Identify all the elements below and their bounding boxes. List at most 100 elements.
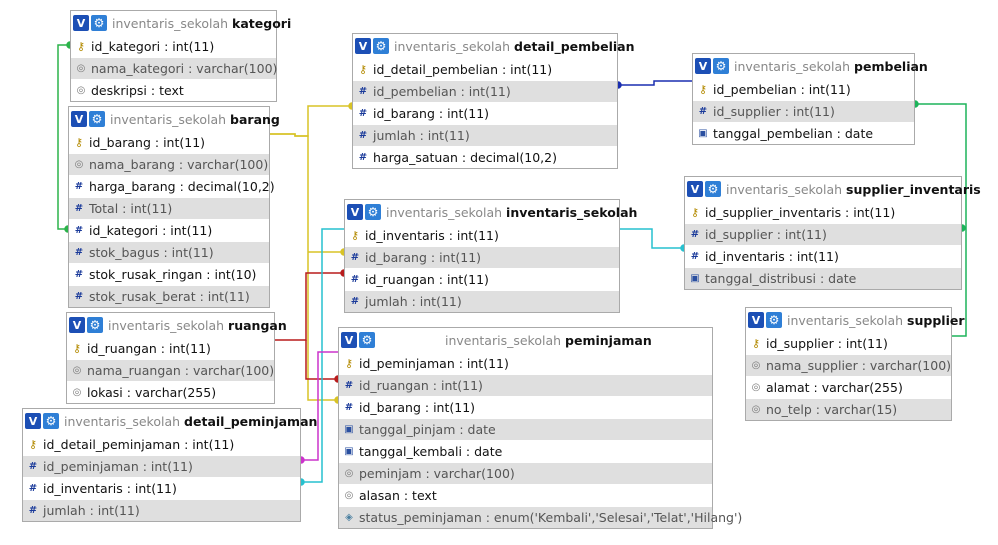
field-row[interactable]: #jumlah : int(11) bbox=[23, 499, 300, 521]
toggle-v-icon[interactable]: V bbox=[687, 181, 703, 197]
field-row[interactable]: #id_barang : int(11) bbox=[345, 246, 619, 268]
field-row[interactable]: ◎nama_kategori : varchar(100) bbox=[71, 57, 277, 79]
table-header[interactable]: V ⚙ inventaris_sekolah barang bbox=[69, 107, 280, 131]
gear-icon[interactable]: ⚙ bbox=[373, 38, 389, 54]
field-row[interactable]: #jumlah : int(11) bbox=[345, 290, 619, 312]
field-row[interactable]: ◈status_peminjaman : enum('Kembali','Sel… bbox=[339, 506, 742, 528]
table-header[interactable]: V ⚙ inventaris_sekolah detail_peminjaman bbox=[23, 409, 317, 433]
index-icon: ◎ bbox=[72, 365, 82, 376]
field-row[interactable]: ⚷id_ruangan : int(11) bbox=[67, 337, 274, 359]
table-name[interactable]: pembelian bbox=[854, 58, 928, 74]
toggle-v-icon[interactable]: V bbox=[341, 332, 357, 348]
gear-icon[interactable]: ⚙ bbox=[359, 332, 375, 348]
table-name[interactable]: peminjaman bbox=[565, 332, 652, 348]
gear-icon[interactable]: ⚙ bbox=[713, 58, 729, 74]
field-row[interactable]: #stok_rusak_berat : int(11) bbox=[69, 285, 269, 307]
field-row[interactable]: ◎alasan : text bbox=[339, 484, 712, 506]
field-row[interactable]: ◎alamat : varchar(255) bbox=[746, 376, 951, 398]
field-row[interactable]: ◎lokasi : varchar(255) bbox=[67, 381, 274, 403]
field-row[interactable]: #id_inventaris : int(11) bbox=[23, 477, 300, 499]
table-supplier-inventaris[interactable]: V ⚙ inventaris_sekolah supplier_inventar… bbox=[684, 176, 981, 290]
field-row[interactable]: #id_supplier : int(11) bbox=[685, 223, 961, 245]
table-name[interactable]: supplier_inventaris bbox=[846, 181, 981, 197]
field-row[interactable]: ▣tanggal_distribusi : date bbox=[685, 267, 961, 289]
field-row[interactable]: ◎nama_supplier : varchar(100) bbox=[746, 354, 951, 376]
toggle-v-icon[interactable]: V bbox=[71, 111, 87, 127]
date-icon: ▣ bbox=[344, 424, 354, 435]
table-name[interactable]: detail_pembelian bbox=[514, 38, 635, 54]
toggle-v-icon[interactable]: V bbox=[748, 312, 764, 328]
field-row[interactable]: ◎no_telp : varchar(15) bbox=[746, 398, 951, 420]
toggle-v-icon[interactable]: V bbox=[69, 317, 85, 333]
field-row[interactable]: ⚷id_supplier : int(11) bbox=[746, 332, 951, 354]
table-header[interactable]: V ⚙ inventaris_sekolah supplier bbox=[746, 308, 965, 332]
field-row[interactable]: #harga_satuan : decimal(10,2) bbox=[353, 146, 617, 168]
gear-icon[interactable]: ⚙ bbox=[89, 111, 105, 127]
field-row[interactable]: ⚷id_detail_pembelian : int(11) bbox=[353, 58, 617, 80]
field-row[interactable]: ⚷id_detail_peminjaman : int(11) bbox=[23, 433, 300, 455]
table-header[interactable]: V ⚙ inventaris_sekolah pembelian bbox=[693, 54, 928, 78]
field-row[interactable]: ◎nama_ruangan : varchar(100) bbox=[67, 359, 274, 381]
field-row[interactable]: #jumlah : int(11) bbox=[353, 124, 617, 146]
gear-icon[interactable]: ⚙ bbox=[705, 181, 721, 197]
table-name[interactable]: kategori bbox=[232, 15, 292, 31]
field-row[interactable]: ◎peminjam : varchar(100) bbox=[339, 462, 712, 484]
field-row[interactable]: #stok_bagus : int(11) bbox=[69, 241, 269, 263]
gear-icon[interactable]: ⚙ bbox=[766, 312, 782, 328]
field-row[interactable]: ⚷id_peminjaman : int(11) bbox=[339, 352, 712, 374]
gear-icon[interactable]: ⚙ bbox=[365, 204, 381, 220]
field-row[interactable]: #id_pembelian : int(11) bbox=[353, 80, 617, 102]
table-name[interactable]: barang bbox=[230, 111, 280, 127]
field-row[interactable]: #id_inventaris : int(11) bbox=[685, 245, 961, 267]
field-row[interactable]: ▣tanggal_pinjam : date bbox=[339, 418, 712, 440]
table-supplier[interactable]: V ⚙ inventaris_sekolah supplier ⚷id_supp… bbox=[745, 307, 965, 421]
gear-icon[interactable]: ⚙ bbox=[43, 413, 59, 429]
table-name[interactable]: supplier bbox=[907, 312, 965, 328]
table-pembelian[interactable]: V ⚙ inventaris_sekolah pembelian ⚷id_pem… bbox=[692, 53, 928, 145]
field-row[interactable]: ⚷id_kategori : int(11) bbox=[71, 35, 276, 57]
table-inventaris-sekolah[interactable]: V ⚙ inventaris_sekolah inventaris_sekola… bbox=[344, 199, 637, 313]
table-barang[interactable]: V ⚙ inventaris_sekolah barang ⚷id_barang… bbox=[68, 106, 280, 308]
toggle-v-icon[interactable]: V bbox=[695, 58, 711, 74]
field-row[interactable]: #harga_barang : decimal(10,2) bbox=[69, 175, 275, 197]
table-header[interactable]: V ⚙ inventaris_sekolah supplier_inventar… bbox=[685, 177, 981, 201]
field-row[interactable]: #id_ruangan : int(11) bbox=[345, 268, 619, 290]
field-row[interactable]: ⚷id_barang : int(11) bbox=[69, 131, 269, 153]
field-row[interactable]: #id_supplier : int(11) bbox=[693, 100, 914, 122]
gear-icon[interactable]: ⚙ bbox=[91, 15, 107, 31]
table-ruangan[interactable]: V ⚙ inventaris_sekolah ruangan ⚷id_ruang… bbox=[66, 312, 287, 404]
field-row[interactable]: #id_ruangan : int(11) bbox=[339, 374, 712, 396]
toggle-v-icon[interactable]: V bbox=[25, 413, 41, 429]
table-kategori[interactable]: V ⚙ inventaris_sekolah kategori ⚷id_kate… bbox=[70, 10, 291, 102]
gear-icon[interactable]: ⚙ bbox=[87, 317, 103, 333]
field-row[interactable]: #id_peminjaman : int(11) bbox=[23, 455, 300, 477]
table-header[interactable]: V ⚙ inventaris_sekolah peminjaman bbox=[339, 328, 712, 352]
field-row[interactable]: #Total : int(11) bbox=[69, 197, 269, 219]
table-header[interactable]: V ⚙ inventaris_sekolah ruangan bbox=[67, 313, 287, 337]
field-row[interactable]: #id_barang : int(11) bbox=[353, 102, 617, 124]
toggle-v-icon[interactable]: V bbox=[355, 38, 371, 54]
field-row[interactable]: ⚷id_pembelian : int(11) bbox=[693, 78, 914, 100]
table-name[interactable]: ruangan bbox=[228, 317, 287, 333]
field-row[interactable]: #stok_rusak_ringan : int(10) bbox=[69, 263, 269, 285]
field-row[interactable]: #id_barang : int(11) bbox=[339, 396, 712, 418]
field-row[interactable]: ⚷id_inventaris : int(11) bbox=[345, 224, 619, 246]
field-row[interactable]: ▣tanggal_kembali : date bbox=[339, 440, 712, 462]
date-icon: ▣ bbox=[344, 446, 354, 457]
table-header[interactable]: V ⚙ inventaris_sekolah inventaris_sekola… bbox=[345, 200, 637, 224]
field-row[interactable]: ◎nama_barang : varchar(100) bbox=[69, 153, 269, 175]
table-detail-pembelian[interactable]: V ⚙ inventaris_sekolah detail_pembelian … bbox=[352, 33, 634, 169]
table-header[interactable]: V ⚙ inventaris_sekolah kategori bbox=[71, 11, 291, 35]
field-row[interactable]: ▣tanggal_pembelian : date bbox=[693, 122, 914, 144]
field-row[interactable]: ⚷id_supplier_inventaris : int(11) bbox=[685, 201, 961, 223]
toggle-v-icon[interactable]: V bbox=[73, 15, 89, 31]
table-name[interactable]: detail_peminjaman bbox=[184, 413, 318, 429]
table-peminjaman[interactable]: V ⚙ inventaris_sekolah peminjaman ⚷id_pe… bbox=[338, 327, 742, 529]
toggle-v-icon[interactable]: V bbox=[347, 204, 363, 220]
table-name[interactable]: inventaris_sekolah bbox=[506, 204, 638, 220]
field-row[interactable]: ◎deskripsi : text bbox=[71, 79, 276, 101]
table-header[interactable]: V ⚙ inventaris_sekolah detail_pembelian bbox=[353, 34, 634, 58]
table-detail-peminjaman[interactable]: V ⚙ inventaris_sekolah detail_peminjaman… bbox=[22, 408, 317, 522]
field-row[interactable]: #id_kategori : int(11) bbox=[69, 219, 269, 241]
